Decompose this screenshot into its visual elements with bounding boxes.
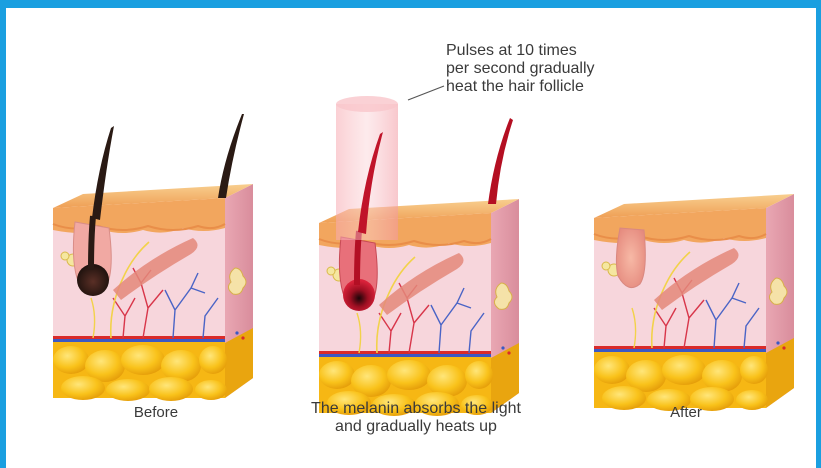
caption-before-line-1: Before	[106, 404, 206, 422]
caption-after: After	[646, 404, 726, 422]
caption-before: Before	[106, 404, 206, 422]
callout-leader-line	[408, 86, 444, 100]
hair-shaft-heated-right	[488, 118, 513, 204]
callout-line-3: heat the hair follicle	[446, 78, 595, 96]
panel-before	[53, 184, 253, 401]
caption-heating-line-1: The melanin absorbs the light	[286, 400, 546, 418]
panel-after	[594, 194, 794, 411]
caption-after-line-1: After	[646, 404, 726, 422]
caption-heating-line-2: and gradually heats up	[286, 418, 546, 436]
callout-line-1: Pulses at 10 times	[446, 42, 595, 60]
caption-heating: The melanin absorbs the light and gradua…	[286, 400, 546, 436]
callout-line-2: per second gradually	[446, 60, 595, 78]
diagram-canvas	[6, 8, 821, 468]
callout-text: Pulses at 10 times per second gradually …	[446, 42, 595, 96]
